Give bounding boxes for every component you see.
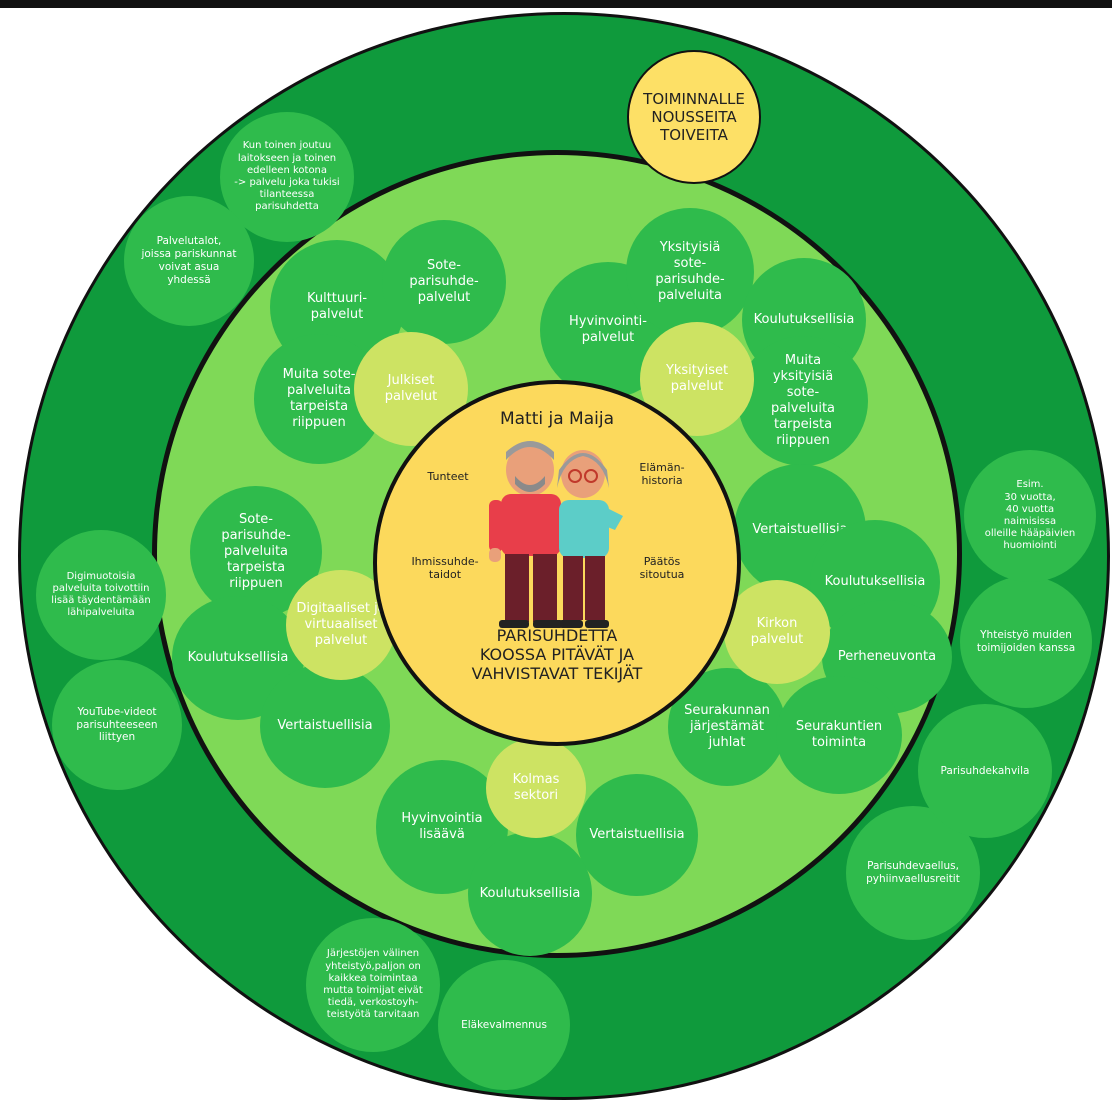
wish-bubble-cooperation: Yhteistyö muiden toimijoiden kanssa [960, 576, 1092, 708]
wish-bubble-retirement-training: Eläkevalmennus [438, 960, 570, 1090]
wish-bubble-anniversaries: Esim. 30 vuotta, 40 vuotta naimisissa ol… [964, 450, 1096, 582]
couple-names: Matti ja Maija [499, 409, 615, 429]
wish-bubble-service-homes: Palvelutalot, joissa pariskunnat voivat … [124, 196, 254, 326]
digital-sote-couple-services: Sote- parisuhde- palveluita tarpeista ri… [190, 486, 322, 618]
wish-bubble-youtube: YouTube-videot parisuhteeseen liittyen [52, 660, 182, 790]
wish-bubble-care-home: Kun toinen joutuu laitokseen ja toinen e… [220, 112, 354, 242]
church-parish-activities: Seurakuntien toiminta [776, 676, 902, 794]
elderly-couple-icon [489, 441, 623, 628]
factor-emotions: Tunteet [427, 470, 469, 483]
church-sector-label: Kirkon palvelut [724, 580, 830, 684]
factor-life-history: Elämän- historia [639, 461, 685, 487]
wish-bubble-ngo-cooperation: Järjestöjen välinen yhteistyö,paljon on … [306, 918, 440, 1052]
wish-bubble-digital: Digimuotoisia palveluita toivottiin lisä… [36, 530, 166, 660]
factor-commitment: Päätös sitoutua [639, 555, 685, 581]
third-sector-label: Kolmas sektori [486, 738, 586, 838]
wishes-title-bubble: TOIMINNALLE NOUSSEITA TOIVEITA [627, 50, 761, 184]
public-other-sote-services: Muita sote- palveluita tarpeista riippue… [254, 334, 384, 464]
third-peer-support: Vertaistuellisia [576, 774, 698, 896]
factor-social-skills: Ihmissuhde- taidot [411, 555, 479, 581]
third-educational: Koulutuksellisia [468, 832, 592, 956]
center-title: PARISUHDETTA KOOSSA PITÄVÄT JA VAHVISTAV… [471, 626, 643, 684]
private-sote-couple-services: Yksityisiä sote- parisuhde- palveluita [626, 208, 754, 336]
top-border [0, 0, 1112, 8]
digital-peer-support: Vertaistuellisia [260, 664, 390, 788]
public-sote-couple-services: Sote- parisuhde- palvelut [382, 220, 506, 344]
wish-bubble-couples-cafe: Parisuhdekahvila [918, 704, 1052, 838]
private-other-sote-services: Muita yksityisiä sote- palveluita tarpei… [738, 336, 868, 466]
